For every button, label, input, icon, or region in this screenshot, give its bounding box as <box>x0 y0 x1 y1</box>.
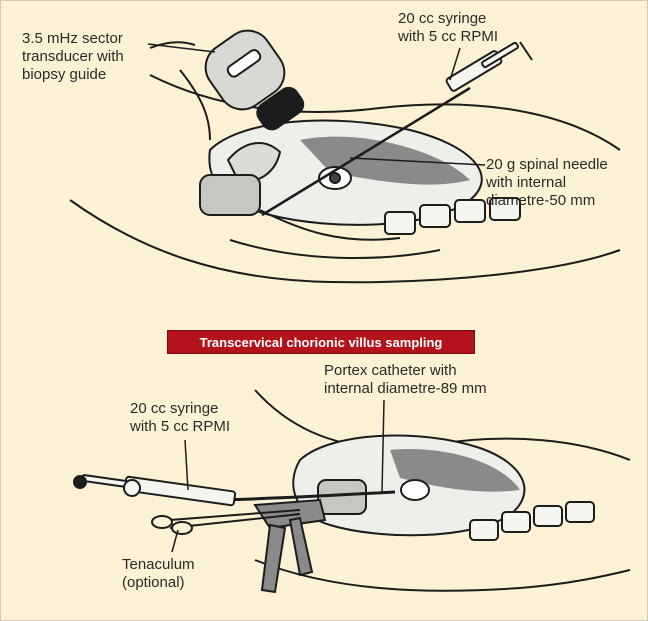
top-skin-fold <box>180 70 210 140</box>
top-pubic-bone <box>200 175 260 215</box>
transducer-leader <box>148 44 215 52</box>
top-panel-drawing <box>70 21 620 282</box>
top-rectum <box>230 240 440 258</box>
tenaculum-label: Tenaculum (optional) <box>122 556 195 592</box>
needle-label: 20 g spinal needle with internal diametr… <box>486 156 608 210</box>
bottom-gestational-sac <box>401 480 429 500</box>
transducer-probe <box>150 21 307 133</box>
top-syringe <box>446 42 532 92</box>
top-syringe-label: 20 cc syringe with 5 cc RPMI <box>398 10 498 46</box>
bottom-syringe-label: 20 cc syringe with 5 cc RPMI <box>130 400 230 436</box>
procedure-title-banner: Transcervical chorionic villus sampling <box>167 330 475 354</box>
catheter-label: Portex catheter with internal diametre-8… <box>324 362 487 398</box>
bottom-syringe <box>74 475 235 506</box>
top-embryo <box>330 173 340 183</box>
bottom-syringe-leader <box>185 440 188 490</box>
transducer-label: 3.5 mHz sector transducer with biopsy gu… <box>22 30 124 84</box>
